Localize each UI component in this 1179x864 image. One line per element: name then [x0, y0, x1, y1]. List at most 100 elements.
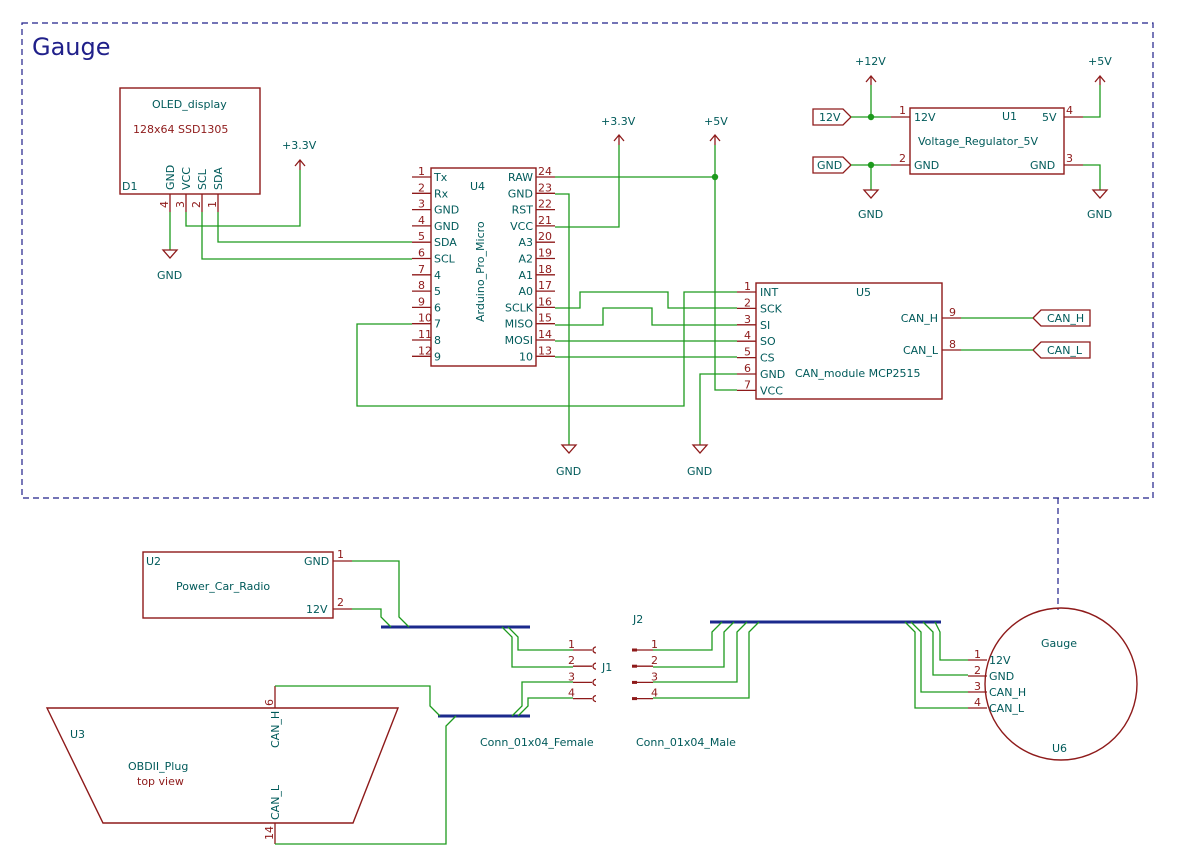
arduino-right-pins: 24RAW23GND22RST21VCC20A319A218A117A016SC…: [505, 165, 555, 363]
can-pin-num: 4: [744, 329, 751, 342]
can-pin-name: CAN_L: [903, 344, 939, 357]
arduino-pin-name: A3: [518, 236, 533, 249]
svg-text:GND: GND: [157, 269, 182, 282]
arduino-pin-num: 20: [538, 230, 552, 243]
arduino-pin-num: 6: [418, 247, 425, 260]
arduino-pin-num: 7: [418, 263, 425, 276]
gauge-pin-num: 3: [974, 680, 981, 693]
radio-pin-name-12v: 12V: [306, 603, 328, 616]
can-pin-num: 7: [744, 378, 751, 391]
regulator-pin-name-gnd-out: GND: [1030, 159, 1055, 172]
regulator-pin-name-5v: 5V: [1042, 111, 1057, 124]
regulator-pin-name-12v: 12V: [914, 111, 936, 124]
can-pin-num: 6: [744, 362, 751, 375]
arduino-pin-num: 15: [538, 312, 552, 325]
gauge-ref: U6: [1052, 742, 1067, 755]
j2-pin-tip: [632, 680, 637, 684]
arduino-pin-num: 19: [538, 247, 552, 260]
gnd-reg-out: GND: [1087, 189, 1112, 221]
can-pin-name: INT: [760, 286, 778, 299]
oled-pin-name-gnd: GND: [164, 165, 177, 190]
label-12v-input: 12V: [812, 108, 852, 126]
gauge-body: [984, 607, 1138, 761]
oled-pin-name-vcc: VCC: [180, 167, 193, 190]
arduino-pin-name: SCL: [434, 253, 456, 266]
svg-text:+3.3V: +3.3V: [282, 139, 317, 152]
obdii-pin-name-can-l: CAN_L: [269, 784, 282, 820]
arduino-pin-num: 21: [538, 214, 552, 227]
radio-pin-name-gnd: GND: [304, 555, 329, 568]
j2-pin-num: 1: [651, 638, 658, 651]
oled-sub: 128x64 SSD1305: [133, 123, 228, 136]
oled-pin-name-scl: SCL: [196, 168, 209, 190]
arduino-pin-num: 11: [418, 328, 432, 341]
can-module-ref: U5: [856, 286, 871, 299]
j2-ref: J2: [632, 613, 643, 626]
power-3v3-arduino: +3.3V: [601, 115, 636, 145]
can-pin-num: 2: [744, 296, 751, 309]
obdii-ref: U3: [70, 728, 85, 741]
power-5v-reg: +5V: [1088, 55, 1112, 85]
svg-text:+5V: +5V: [1088, 55, 1112, 68]
can-pin-num: 3: [744, 313, 751, 326]
arduino-pin-num: 14: [538, 328, 552, 341]
radio-body: [142, 551, 334, 619]
arduino-pin-name: 5: [434, 285, 441, 298]
label-gnd-input: GND: [812, 156, 852, 174]
regulator-pin-num-3: 3: [1066, 152, 1073, 165]
arduino-pin-name: GND: [508, 187, 533, 200]
can-pin-name: GND: [760, 368, 785, 381]
arduino-pin-num: 3: [418, 198, 425, 211]
arduino-pin-num: 9: [418, 295, 425, 308]
radio-pin-num-1: 1: [337, 548, 344, 561]
arduino-pin-num: 22: [538, 198, 552, 211]
svg-text:GND: GND: [817, 159, 842, 172]
oled-ref: D1: [122, 180, 137, 193]
can-pin-num: 9: [949, 306, 956, 319]
oled-pin-num-3: 3: [174, 201, 187, 208]
can-pin-name: VCC: [760, 384, 783, 397]
svg-text:GND: GND: [687, 465, 712, 478]
j2-pin-tip: [632, 697, 637, 701]
label-can-l: CAN_L: [1032, 341, 1091, 359]
arduino-pin-name: SCLK: [505, 301, 534, 314]
arduino-pin-num: 12: [418, 344, 432, 357]
arduino-pin-name: GND: [434, 220, 459, 233]
wires-bottom: [275, 560, 968, 845]
can-pin-num: 8: [949, 338, 956, 351]
arduino-pin-num: 17: [538, 279, 552, 292]
svg-text:CAN_L: CAN_L: [1047, 344, 1083, 357]
j2-value: Conn_01x04_Male: [636, 736, 736, 749]
gauge-pin-name: 12V: [989, 654, 1011, 667]
can-pin-name: SO: [760, 335, 776, 348]
j2-pin-num: 2: [651, 654, 658, 667]
power-3v3-oled: +3.3V: [282, 139, 317, 170]
oled-pin-num-4: 4: [158, 201, 171, 208]
gauge-pin-num: 4: [974, 696, 981, 709]
j1-value: Conn_01x04_Female: [480, 736, 594, 749]
oled-value: OLED_display: [152, 98, 227, 111]
can-pin-num: 5: [744, 346, 751, 359]
voltage-regulator-symbol: U1 Voltage_Regulator_5V 1 12V 2 GND 4 5V…: [891, 104, 1083, 175]
j1-pin-num: 1: [568, 638, 575, 651]
arduino-pin-name: A2: [518, 253, 533, 266]
svg-text:GND: GND: [556, 465, 581, 478]
arduino-pin-name: RST: [512, 204, 534, 217]
regulator-pin-num-4: 4: [1066, 104, 1073, 117]
label-can-h: CAN_H: [1032, 309, 1091, 327]
power-5v-rail: +5V: [704, 115, 728, 145]
j1-pin-num: 4: [568, 687, 575, 700]
j1-socket: [592, 678, 597, 687]
arduino-pin-num: 8: [418, 279, 425, 292]
can-pin-name: SI: [760, 319, 770, 332]
arduino-value: Arduino_Pro_Micro: [474, 221, 487, 322]
svg-text:+3.3V: +3.3V: [601, 115, 636, 128]
arduino-pin-name: SDA: [434, 236, 457, 249]
gauge-value: Gauge: [1041, 637, 1077, 650]
